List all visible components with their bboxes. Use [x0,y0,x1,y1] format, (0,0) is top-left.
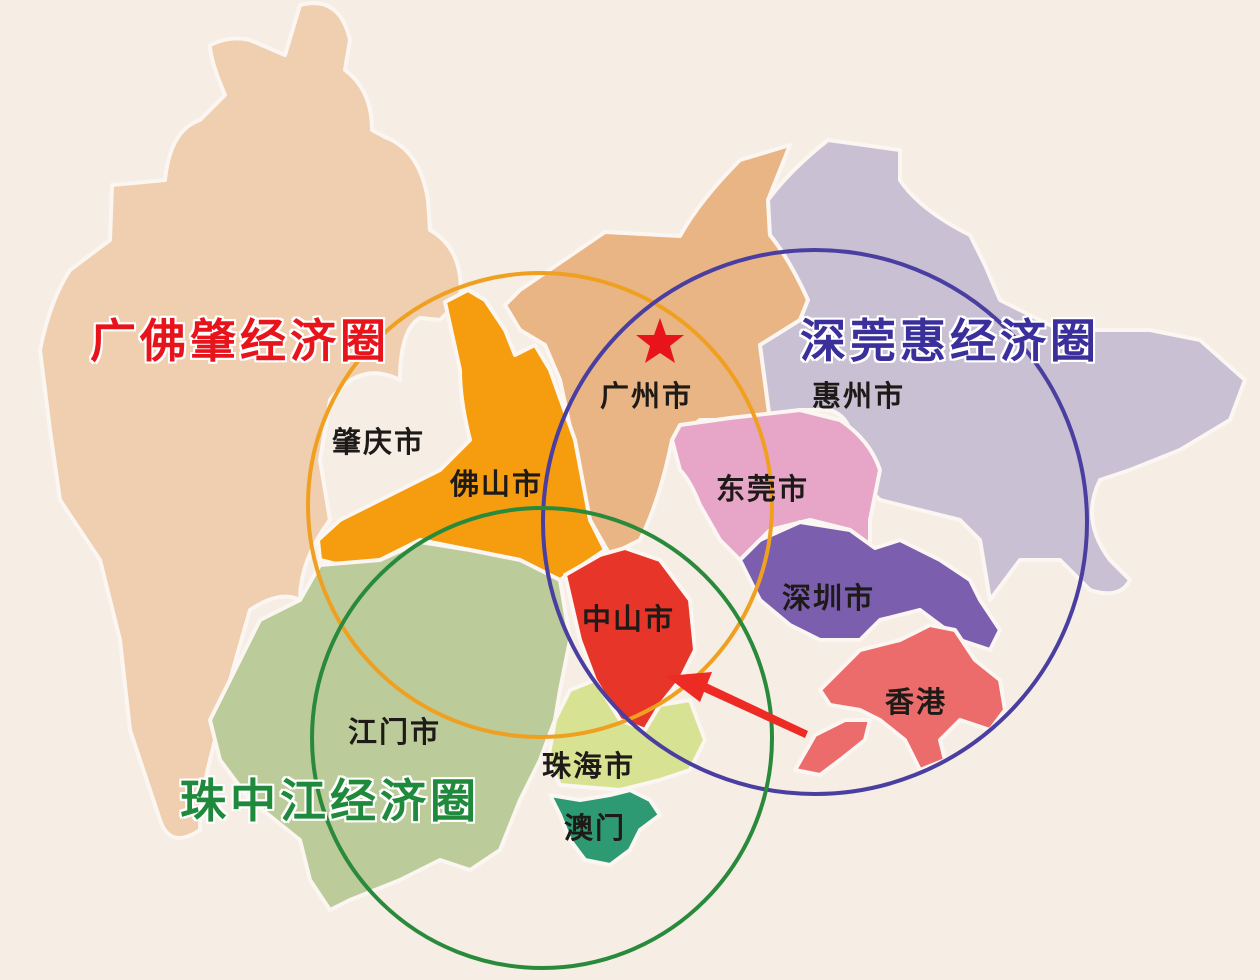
city-label-dongguan: 东莞市 [716,472,810,506]
city-label-jiangmen: 江门市 [348,715,442,749]
circle-title-zhu-zhong-jiang: 珠中江经济圈 [180,774,480,828]
circle-title-guang-fo-zhao: 广佛肇经济圈 [90,314,390,368]
region-huizhou[interactable] [758,138,1247,602]
region-jiangmen[interactable] [208,540,572,912]
city-label-foshan: 佛山市 [450,467,544,501]
city-label-zhongshan: 中山市 [582,602,676,636]
city-label-zhaoqing: 肇庆市 [332,425,426,459]
city-label-macau: 澳门 [564,811,627,845]
city-label-shenzhen: 深圳市 [782,581,876,615]
ring-zhu-zhong-jiang [310,506,774,970]
arrow-icon [666,672,808,738]
region-shenzhen[interactable] [738,520,1002,652]
region-macau[interactable] [548,788,662,867]
ring-shen-guan-hui [541,248,1089,796]
city-label-huizhou: 惠州市 [812,379,906,413]
city-label-hongkong: 香港 [885,685,948,719]
ring-guang-fo-zhao [306,271,774,739]
circle-title-shen-guan-hui: 深莞惠经济圈 [800,314,1100,368]
star-icon [636,318,684,363]
city-label-zhuhai: 珠海市 [542,749,636,783]
region-hongkong-island[interactable] [793,718,872,777]
region-hongkong[interactable] [818,623,1007,772]
city-label-guangzhou: 广州市 [600,379,694,413]
